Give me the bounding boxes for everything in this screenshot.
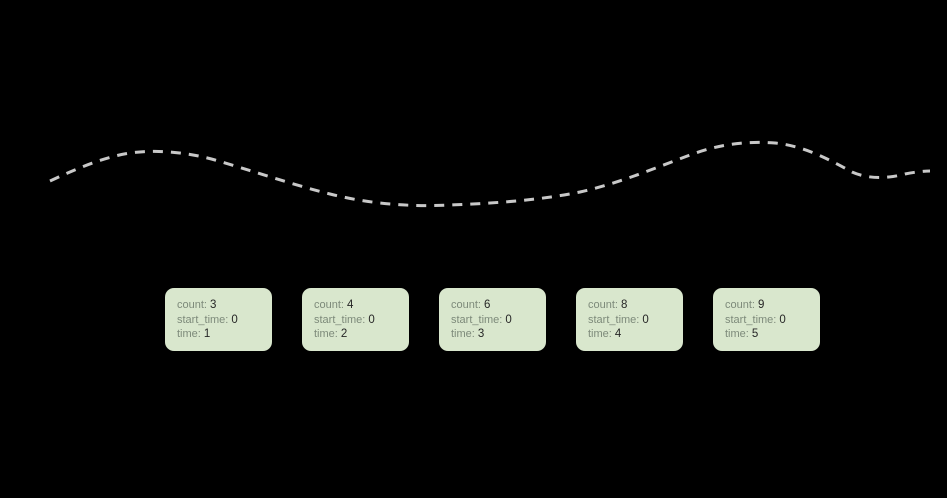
card-field-time: time: 5 xyxy=(725,327,820,342)
field-value: 8 xyxy=(621,299,628,311)
field-label: start_time: xyxy=(314,313,366,326)
card-field-count: count: 4 xyxy=(314,298,409,313)
field-value: 0 xyxy=(505,313,512,326)
field-value: 0 xyxy=(642,313,649,326)
wave-path xyxy=(49,140,931,208)
field-label: start_time: xyxy=(725,313,777,326)
field-label: time: xyxy=(725,328,749,340)
field-value: 2 xyxy=(340,328,348,340)
card-field-count: count: 9 xyxy=(725,298,820,313)
card-field-start_time: start_time: 0 xyxy=(314,313,409,328)
card-field-count: count: 3 xyxy=(177,298,272,313)
field-label: time: xyxy=(314,328,338,340)
card-field-start_time: start_time: 0 xyxy=(725,313,820,328)
field-label: start_time: xyxy=(177,313,229,326)
card-field-start_time: start_time: 0 xyxy=(588,313,683,328)
field-value: 4 xyxy=(347,299,354,311)
field-value: 0 xyxy=(231,313,238,326)
field-label: count: xyxy=(451,299,481,311)
field-value: 5 xyxy=(751,328,759,340)
field-label: count: xyxy=(588,299,618,311)
card-field-time: time: 4 xyxy=(588,327,683,342)
field-value: 0 xyxy=(368,313,375,326)
field-label: time: xyxy=(177,328,201,340)
field-label: count: xyxy=(314,299,344,311)
card-field-time: time: 1 xyxy=(177,327,272,342)
field-value: 1 xyxy=(203,328,211,340)
field-label: start_time: xyxy=(588,313,640,326)
field-value: 0 xyxy=(779,313,786,326)
field-value: 3 xyxy=(477,328,485,340)
field-label: count: xyxy=(725,299,755,311)
field-label: time: xyxy=(451,328,475,340)
field-value: 6 xyxy=(484,299,491,311)
field-label: count: xyxy=(177,299,207,311)
card-field-start_time: start_time: 0 xyxy=(451,313,546,328)
card-field-count: count: 8 xyxy=(588,298,683,313)
field-value: 9 xyxy=(758,299,765,311)
card-field-time: time: 3 xyxy=(451,327,546,342)
field-value: 4 xyxy=(614,328,622,340)
card-field-count: count: 6 xyxy=(451,298,546,313)
field-value: 3 xyxy=(210,299,217,311)
field-label: time: xyxy=(588,328,612,340)
card-field-start_time: start_time: 0 xyxy=(177,313,272,328)
field-label: start_time: xyxy=(451,313,503,326)
card-field-time: time: 2 xyxy=(314,327,409,342)
